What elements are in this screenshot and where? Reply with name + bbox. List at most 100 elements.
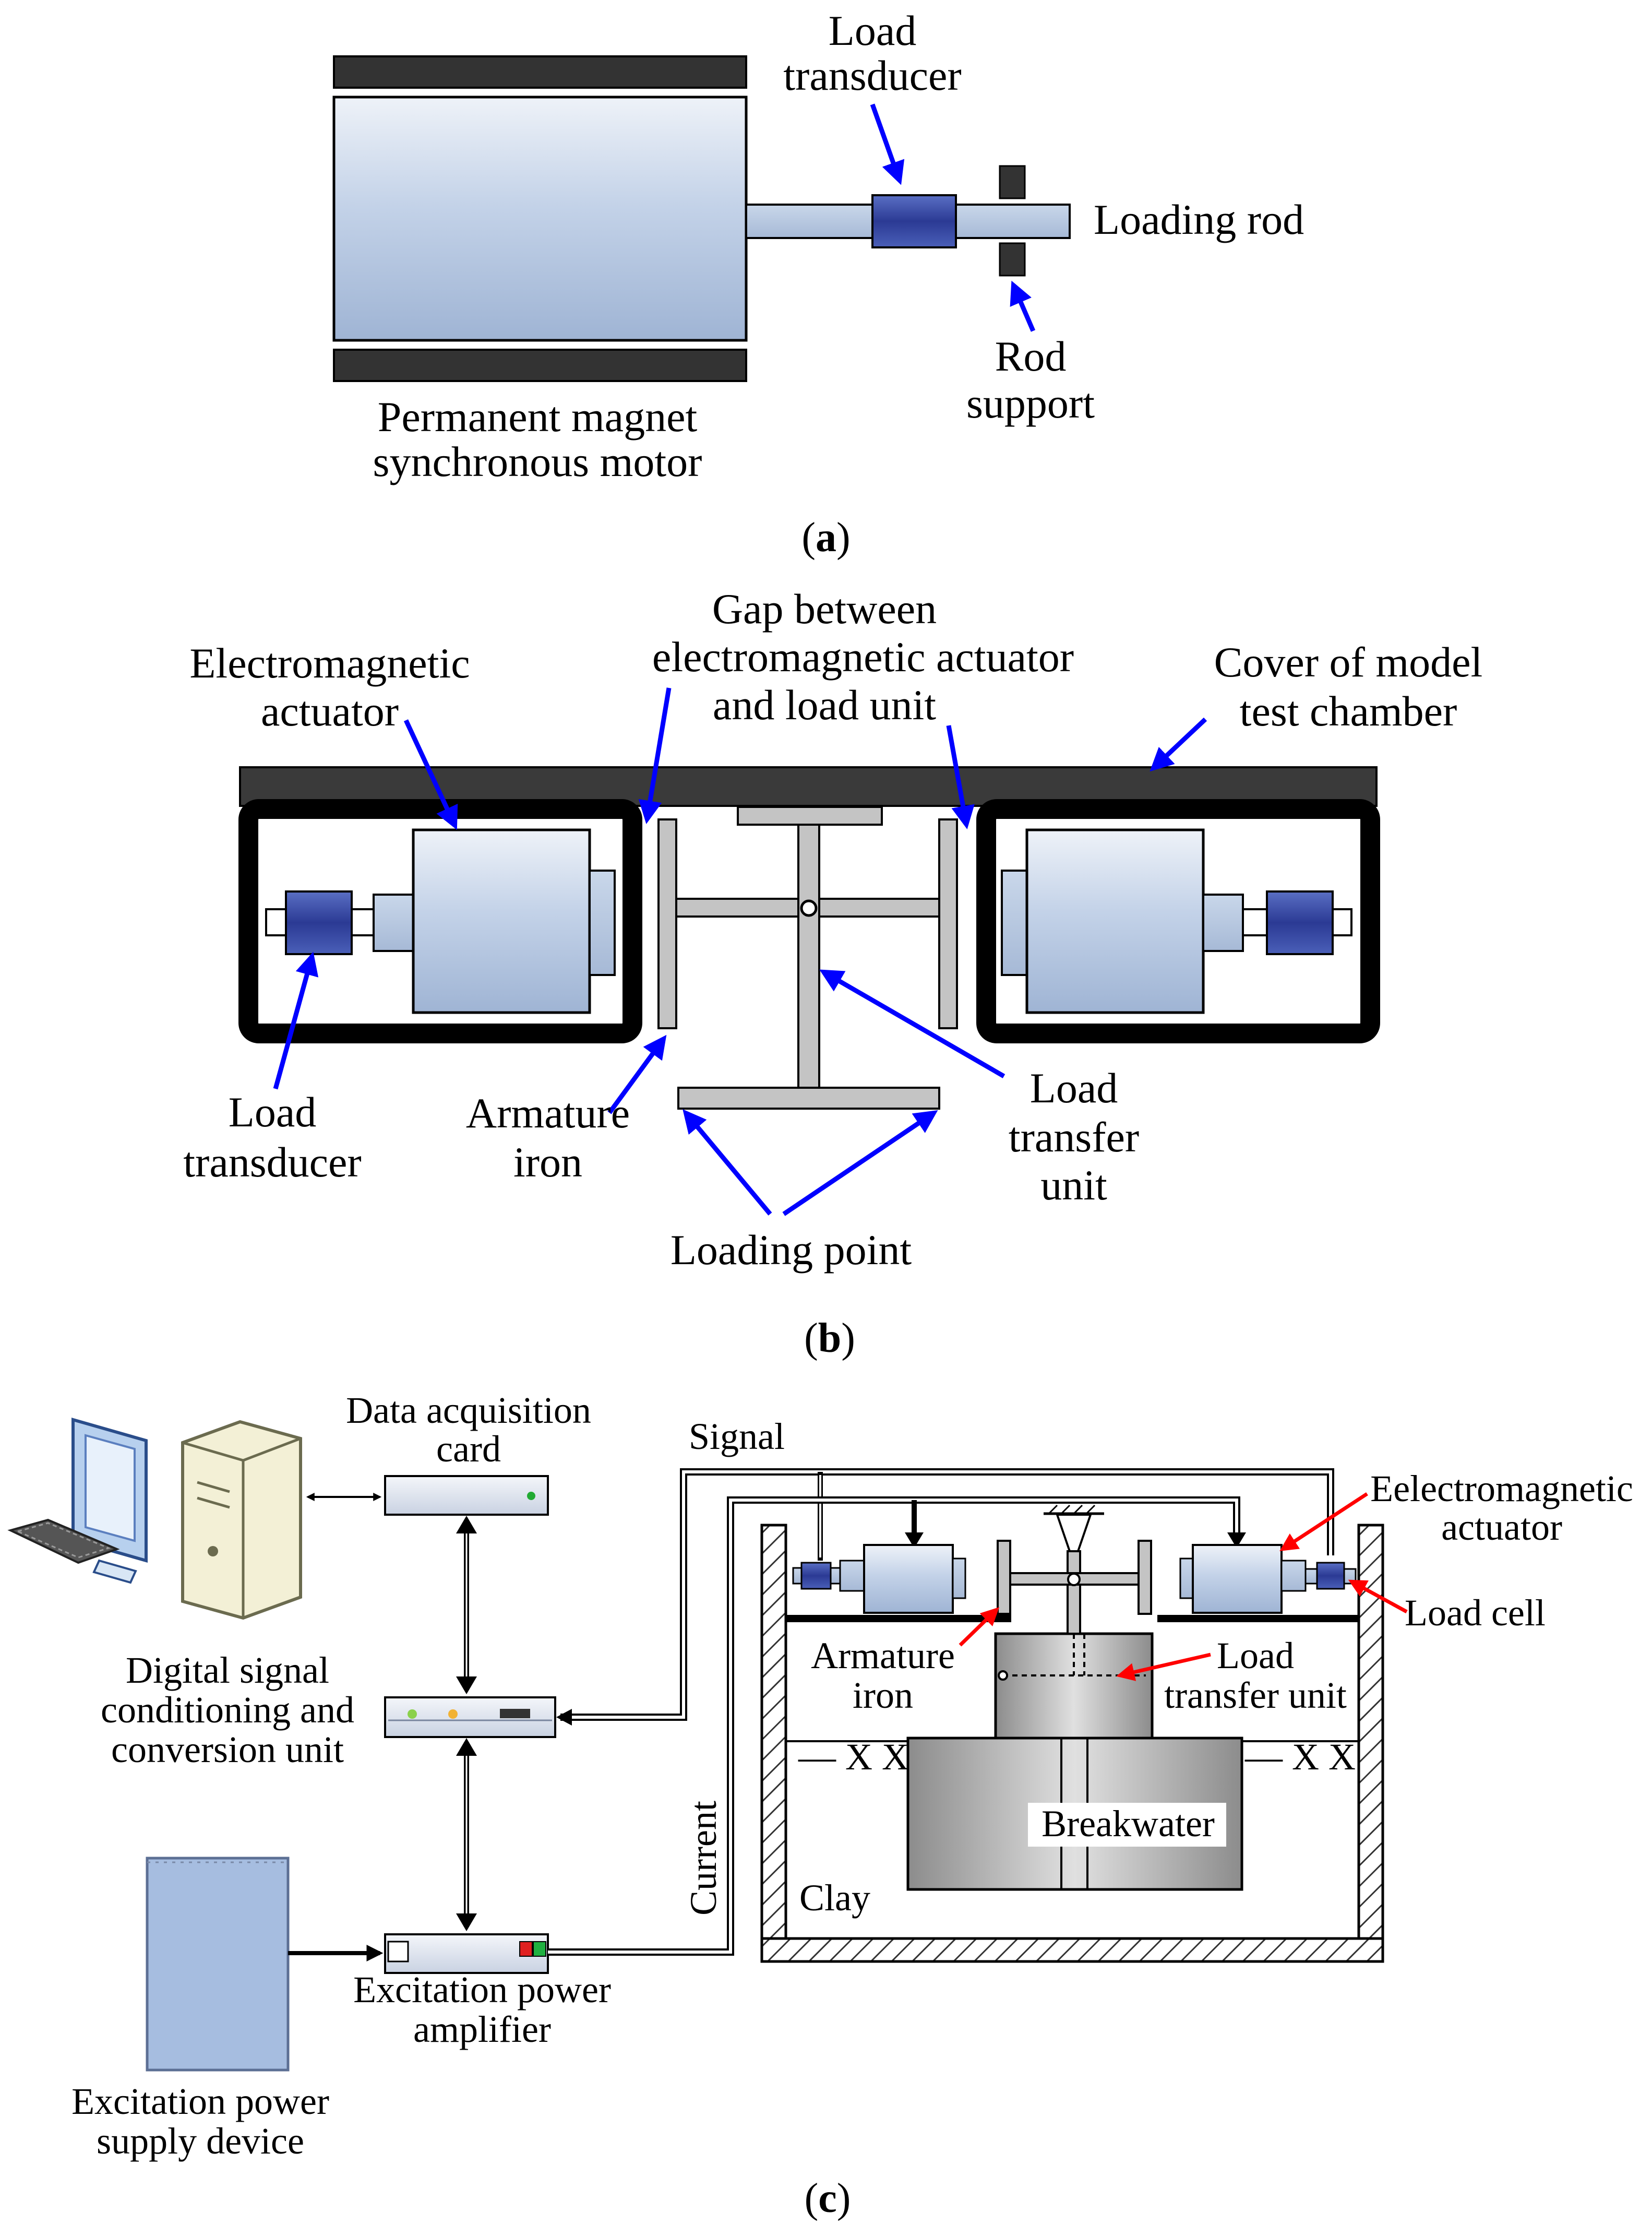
b-gap-arrow-left (638, 687, 672, 824)
a-support-label-2: support (966, 379, 1095, 427)
load-transducer (871, 194, 957, 248)
a-transducer-label-1: Load (829, 7, 916, 54)
b-actuator-label-1: Electromagnetic (189, 639, 470, 687)
amplifier-box (384, 1933, 549, 1974)
b-loading-point-label: Loading point (671, 1226, 912, 1274)
transducer-arrow (870, 103, 905, 185)
c-dsc-label-3: conversion unit (111, 1729, 344, 1770)
armature-iron-left (657, 818, 677, 1029)
c-signal-label: Signal (689, 1416, 785, 1457)
right-actuator-nose (1001, 870, 1028, 976)
b-transfer-arrow (819, 969, 1005, 1078)
c-dsc-label-1: Digital signal (126, 1649, 329, 1691)
c-amp-label-1: Excitation power (353, 1969, 611, 2011)
computer-icon (7, 1418, 302, 1620)
transfer-post (1067, 1550, 1081, 1635)
b-gap-label-3: and load unit (713, 681, 936, 729)
b-caption: (b) (804, 1315, 855, 1361)
c-left-load-cell (800, 1562, 832, 1590)
armature-iron-right (938, 818, 958, 1029)
b-transfer-label-2: transfer (1009, 1113, 1139, 1161)
left-coupling (373, 894, 414, 952)
b-actuator-arrow (403, 719, 458, 830)
dsc-led-1 (408, 1709, 417, 1719)
c-clay-label: Clay (799, 1877, 870, 1919)
current-arrowhead-left (905, 1532, 924, 1548)
b-cover-arrow (1150, 717, 1207, 772)
rod-support-bottom (999, 242, 1026, 277)
amplifier-green-button (533, 1941, 546, 1957)
b-transducer-label-1: Load (229, 1088, 316, 1136)
a-support-label-1: Rod (995, 332, 1067, 380)
c-armature-label-2: iron (853, 1674, 913, 1716)
transfer-block (994, 1632, 1154, 1740)
chamber-lid-left (786, 1615, 1011, 1622)
b-transfer-label-1: Load (1030, 1064, 1118, 1112)
hanger-hatch-1 (1048, 1504, 1058, 1515)
right-coupling (1202, 894, 1244, 952)
chamber-wall-right (1357, 1524, 1384, 1958)
hanger-support (1056, 1514, 1092, 1552)
c-armature-arrow (959, 1607, 1000, 1647)
b-gap-label-2: electromagnetic actuator (652, 633, 1074, 681)
c-actuator-label-2: actuator (1441, 1506, 1562, 1548)
transfer-column (797, 824, 820, 1089)
transfer-pivot (1067, 1573, 1081, 1586)
pivot-joint (800, 899, 818, 917)
panel-c: Data acquisition card Digital signal con… (7, 1389, 1633, 2221)
motor-top-plate (333, 55, 747, 89)
c-dsc-label-2: conditioning and (101, 1689, 354, 1731)
amplifier-port (387, 1941, 409, 1963)
b-gap-label-1: Gap between (712, 585, 937, 633)
hanger-hatch-4 (1085, 1504, 1096, 1515)
c-load-cell-label: Load cell (1405, 1592, 1546, 1634)
armature-iron-c-left (997, 1540, 1011, 1615)
b-loading-point-arrow-right (782, 1110, 938, 1216)
c-left-actuator-body (863, 1544, 954, 1614)
c-right-load-cell (1316, 1562, 1345, 1590)
c-daq-label-1: Data acquisition (346, 1389, 591, 1431)
bottom-plate (677, 1087, 940, 1110)
dsc-slot (500, 1709, 530, 1718)
signal-line-inner (560, 1470, 1332, 1719)
signal-arrowhead (556, 1709, 572, 1726)
chamber-lid-right (1157, 1615, 1359, 1622)
b-gap-arrow-right (946, 725, 975, 829)
a-rod-label: Loading rod (1094, 196, 1304, 243)
current-line-inner (548, 1498, 1238, 1954)
left-actuator-nose (589, 870, 616, 976)
c-right-actuator-nose (1179, 1557, 1194, 1599)
b-transducer-arrow (273, 952, 319, 1090)
a-caption-letter: a (816, 515, 836, 561)
c-breakwater-label: Breakwater (1042, 1803, 1215, 1845)
c-right-actuator-body (1192, 1544, 1283, 1614)
c-left-actuator-nose (952, 1557, 966, 1599)
right-load-transducer (1266, 890, 1334, 955)
hanger-hatch-3 (1073, 1504, 1083, 1515)
dsc-amp-arrowhead-top (456, 1738, 477, 1756)
c-daq-label-2: card (436, 1428, 501, 1470)
a-transducer-label-2: transducer (783, 52, 962, 99)
c-transfer-arrow (1116, 1652, 1211, 1681)
b-cover-label-2: test chamber (1240, 687, 1457, 735)
panel-b: Electromagnetic actuator Gap between ele… (183, 585, 1482, 1361)
motor-body (332, 96, 748, 342)
b-armature-arrow (607, 1034, 667, 1114)
dsc-led-2 (448, 1709, 458, 1719)
support-arrow (1010, 280, 1036, 332)
a-motor-label-2: synchronous motor (373, 438, 702, 485)
b-armature-label-1: Armature (466, 1089, 630, 1137)
b-transducer-label-2: transducer (183, 1138, 362, 1186)
c-caption-letter: c (818, 2175, 837, 2221)
left-load-transducer (285, 890, 353, 955)
daq-dsc-arrowhead-bottom (456, 1676, 477, 1694)
amplifier-red-button (519, 1941, 533, 1957)
c-caption: (c) (805, 2175, 851, 2221)
daq-led (527, 1492, 535, 1500)
b-actuator-label-2: actuator (261, 687, 399, 735)
c-actuator-arrow (1279, 1492, 1368, 1551)
c-transfer-label-2: transfer unit (1164, 1674, 1347, 1716)
daq-card-box (384, 1475, 549, 1516)
soil-mark-left: — X X (798, 1736, 909, 1778)
